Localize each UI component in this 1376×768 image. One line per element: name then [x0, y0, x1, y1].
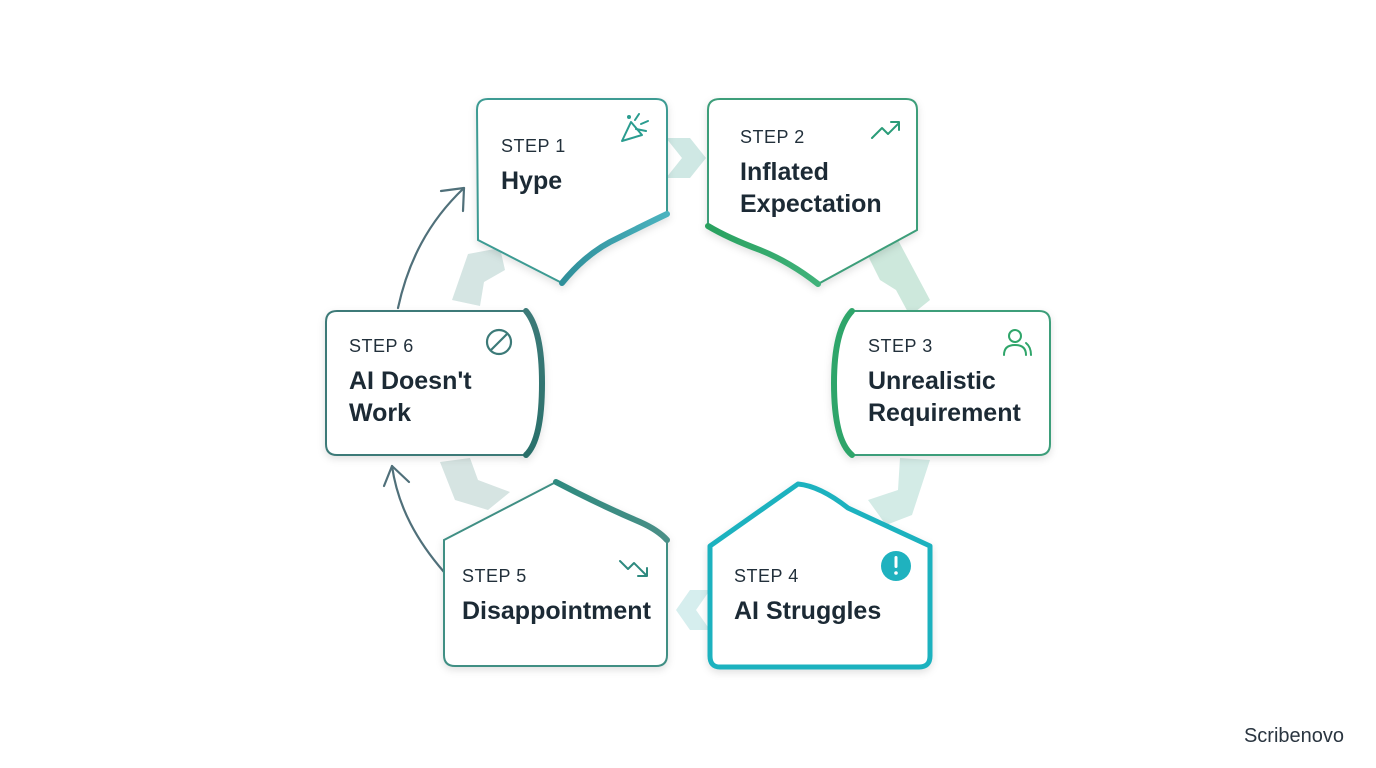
step-2-card	[705, 98, 918, 287]
chevron-1-2	[666, 138, 706, 178]
prohibited-icon	[485, 328, 513, 356]
chevron-5-6	[440, 458, 510, 510]
chevron-3-4	[868, 458, 930, 525]
step-2-title: Inflated Expectation	[740, 158, 882, 218]
step-4-label: STEP 4	[734, 566, 799, 586]
alert-icon	[881, 551, 911, 581]
step-5-title: Disappointment	[462, 597, 651, 625]
step-5-card	[443, 479, 670, 667]
party-popper-icon	[621, 113, 649, 142]
step-3-label: STEP 3	[868, 336, 933, 356]
arrow-6-to-1	[396, 186, 466, 310]
brand-watermark: Scribenovo	[1243, 725, 1344, 747]
step-2-label: STEP 2	[740, 127, 805, 147]
step-4-card	[707, 481, 933, 670]
step-6-label: STEP 6	[349, 336, 414, 356]
arrow-6-to-1-head	[439, 186, 466, 213]
connector-chevrons	[440, 138, 930, 630]
user-icon	[1003, 329, 1032, 356]
step-4-title: AI Struggles	[734, 597, 882, 625]
step-1-title: Hype	[501, 167, 563, 195]
step-5-label: STEP 5	[462, 566, 527, 586]
arrow-5-to-6-head	[382, 464, 411, 488]
step-1-card	[475, 98, 670, 286]
step-3-title: Unrealistic Requirement	[868, 367, 1021, 427]
arrow-5-to-6	[390, 464, 446, 574]
chevron-2-3	[866, 240, 930, 316]
step-6-title: AI Doesn't Work	[349, 367, 472, 427]
trending-up-icon	[871, 121, 900, 139]
cycle-arrows	[382, 186, 466, 574]
chevron-6-1	[452, 248, 505, 306]
step-1-label: STEP 1	[501, 136, 566, 156]
chevron-4-5	[676, 590, 710, 630]
step-3-card	[830, 308, 1051, 458]
trending-down-icon	[619, 560, 648, 577]
